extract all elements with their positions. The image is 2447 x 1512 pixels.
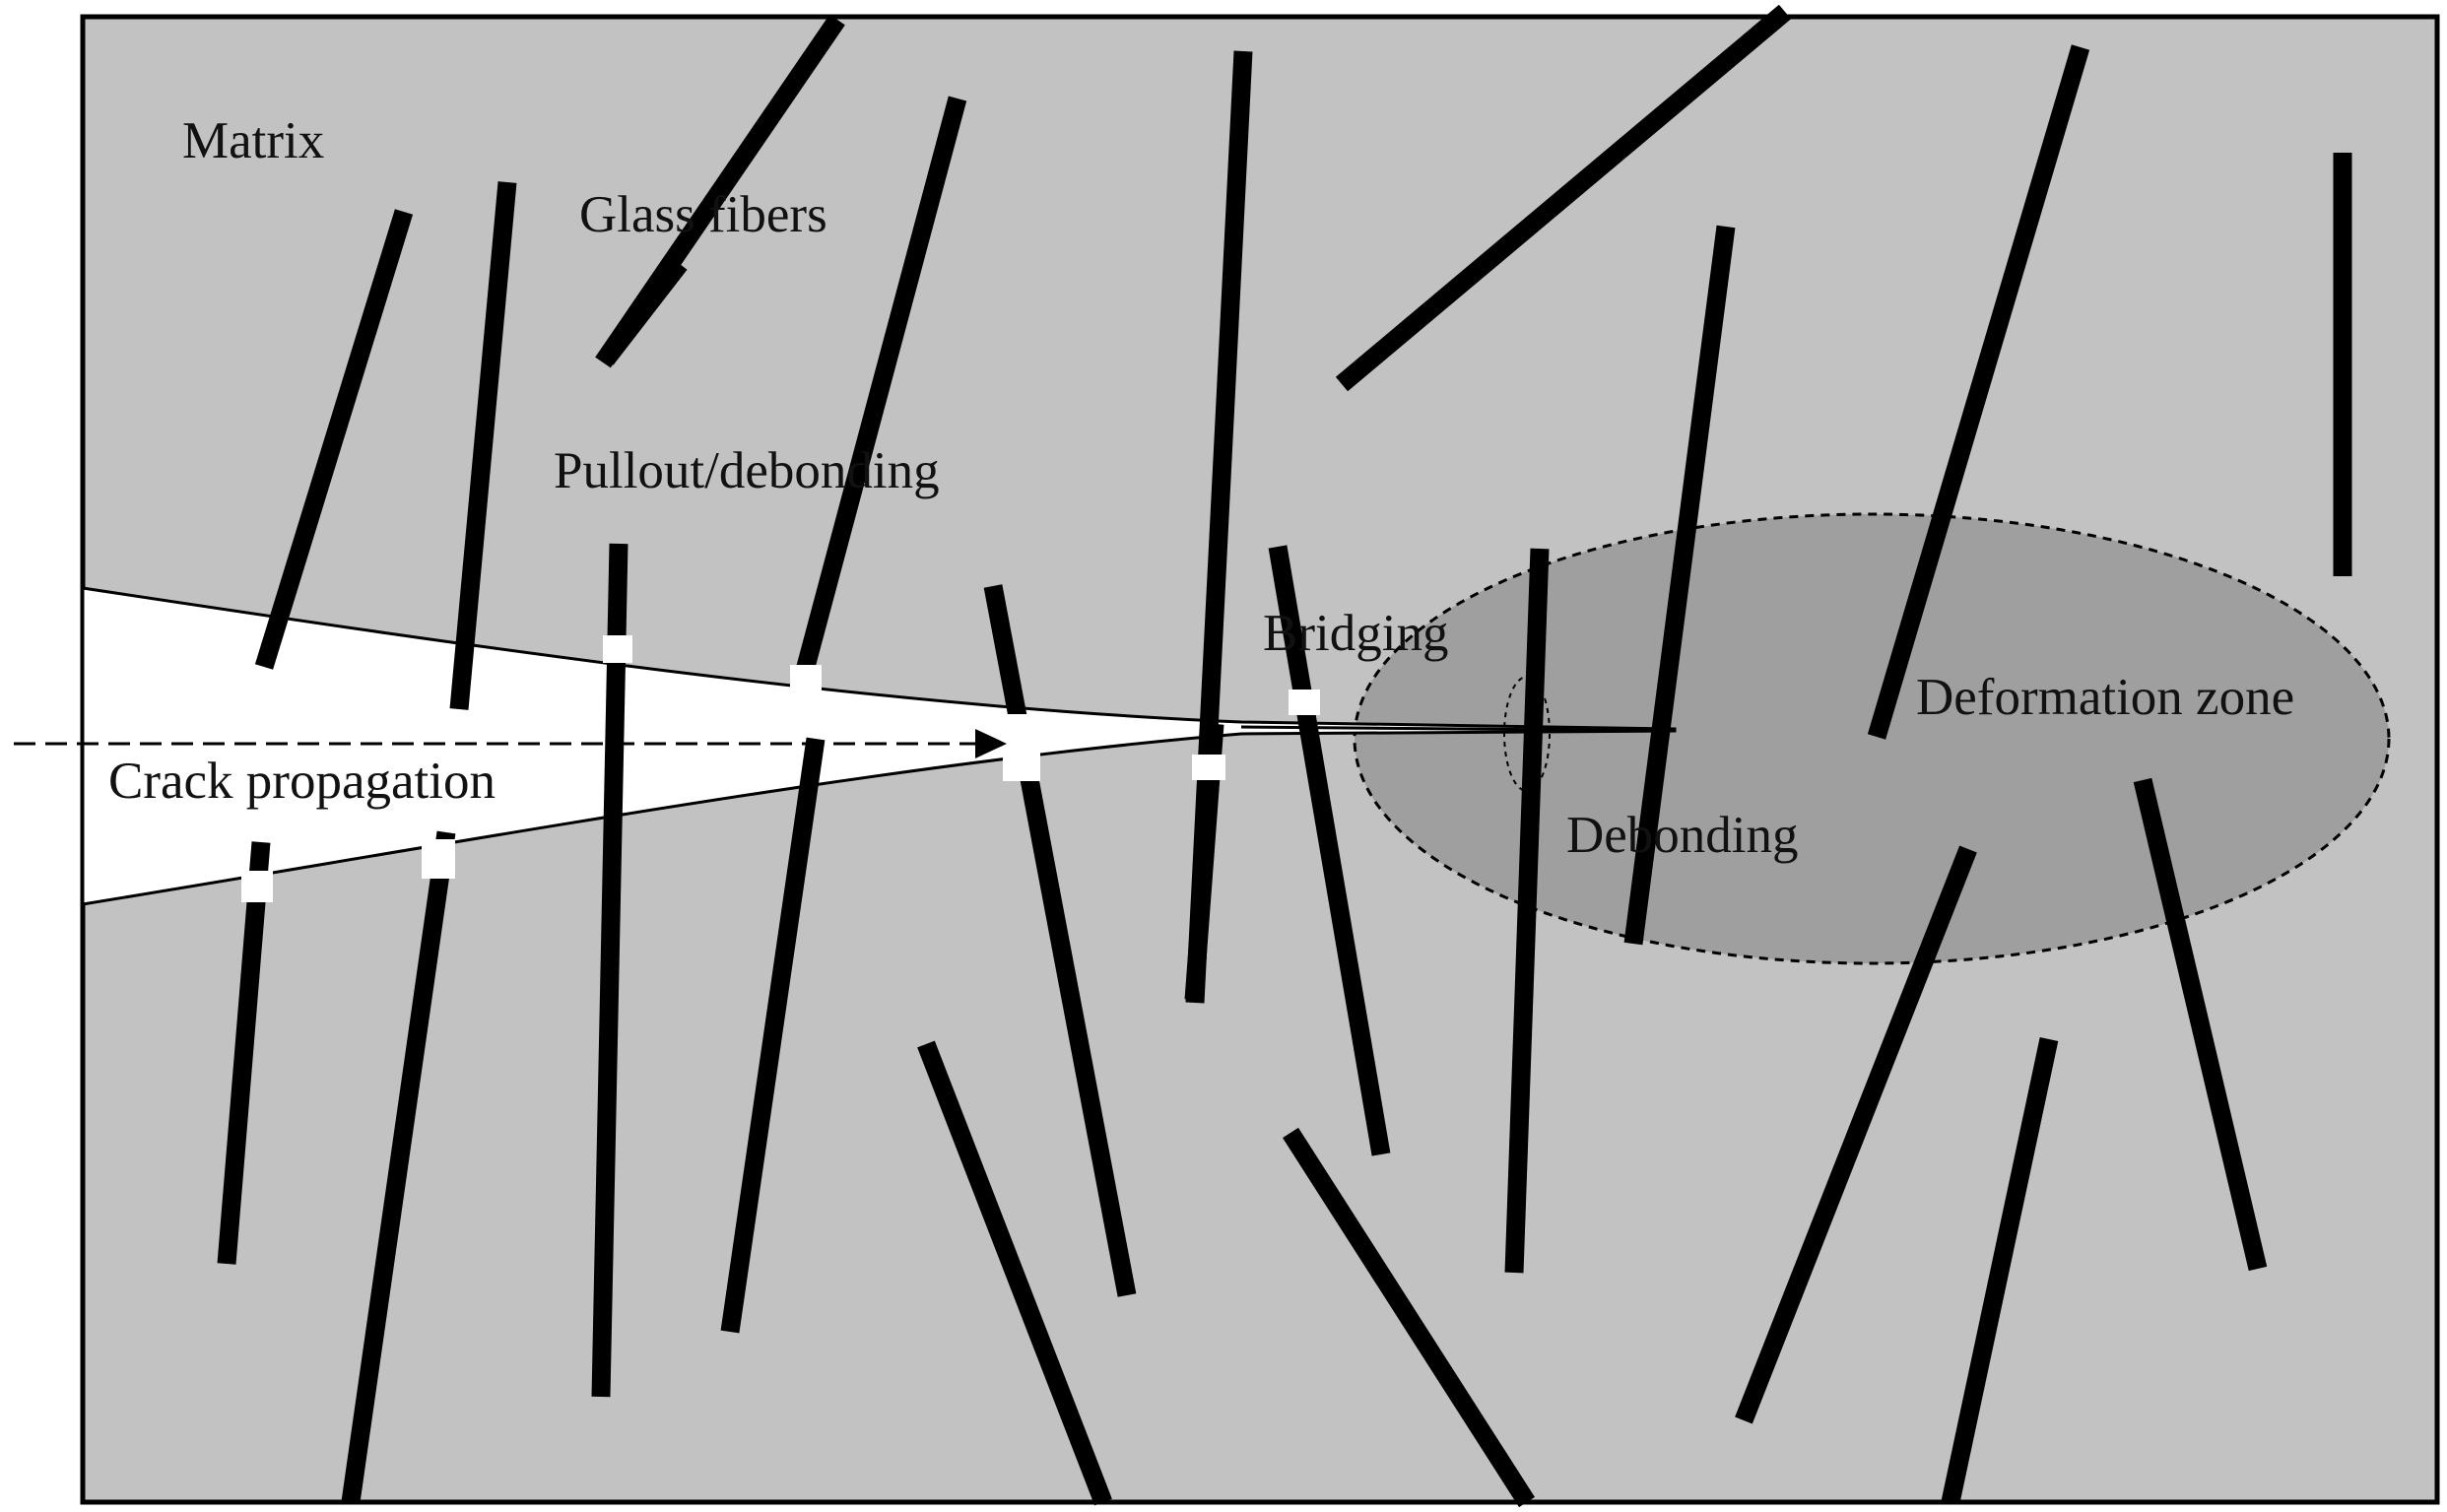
fiber-2 xyxy=(449,181,517,710)
gap-6 xyxy=(241,871,273,902)
label-pullout-debonding: Pullout/debonding xyxy=(554,442,940,499)
crack-propagation-arrowhead xyxy=(975,729,1007,758)
fiber-15 xyxy=(217,841,271,1265)
gap-3 xyxy=(1003,714,1040,781)
gap-1 xyxy=(603,635,632,663)
fiber-16 xyxy=(341,830,456,1504)
gap-5 xyxy=(1289,690,1320,715)
gap-4 xyxy=(1192,755,1225,780)
fiber-19 xyxy=(917,1040,1112,1506)
fiber-13 xyxy=(1268,545,1391,1156)
fiber-9 xyxy=(1867,44,2090,740)
gap-7 xyxy=(422,839,455,879)
fiber-14 xyxy=(1504,548,1550,1274)
debonding-gaps xyxy=(241,635,1320,902)
fiber-11 xyxy=(591,543,628,1398)
fiber-4 xyxy=(598,258,688,365)
label-deformation-zone: Deformation zone xyxy=(1916,669,2294,726)
fiber-21 xyxy=(1735,845,1977,1424)
label-debonding: Debonding xyxy=(1566,807,1799,864)
fiber-1 xyxy=(254,209,414,670)
fiber-17 xyxy=(720,737,826,1334)
fiber-8 xyxy=(1623,225,1736,946)
label-bridging: Bridging xyxy=(1263,605,1448,662)
crack-tip-zone xyxy=(1503,676,1551,792)
deformation-zone-ellipse xyxy=(1353,512,2391,965)
label-matrix: Matrix xyxy=(182,112,324,169)
label-crack-propagation: Crack propagation xyxy=(108,753,496,810)
gap-2 xyxy=(790,665,822,692)
glass-fibers xyxy=(217,4,2352,1508)
fiber-20 xyxy=(1282,1127,1536,1508)
fiber-23 xyxy=(1941,1037,2059,1504)
fiber-7 xyxy=(1335,4,1792,392)
label-glass-fibers: Glass fibers xyxy=(579,186,827,243)
fiber-5 xyxy=(793,96,967,681)
fiber-22 xyxy=(2133,777,2268,1272)
fiber-12 xyxy=(983,584,1137,1297)
